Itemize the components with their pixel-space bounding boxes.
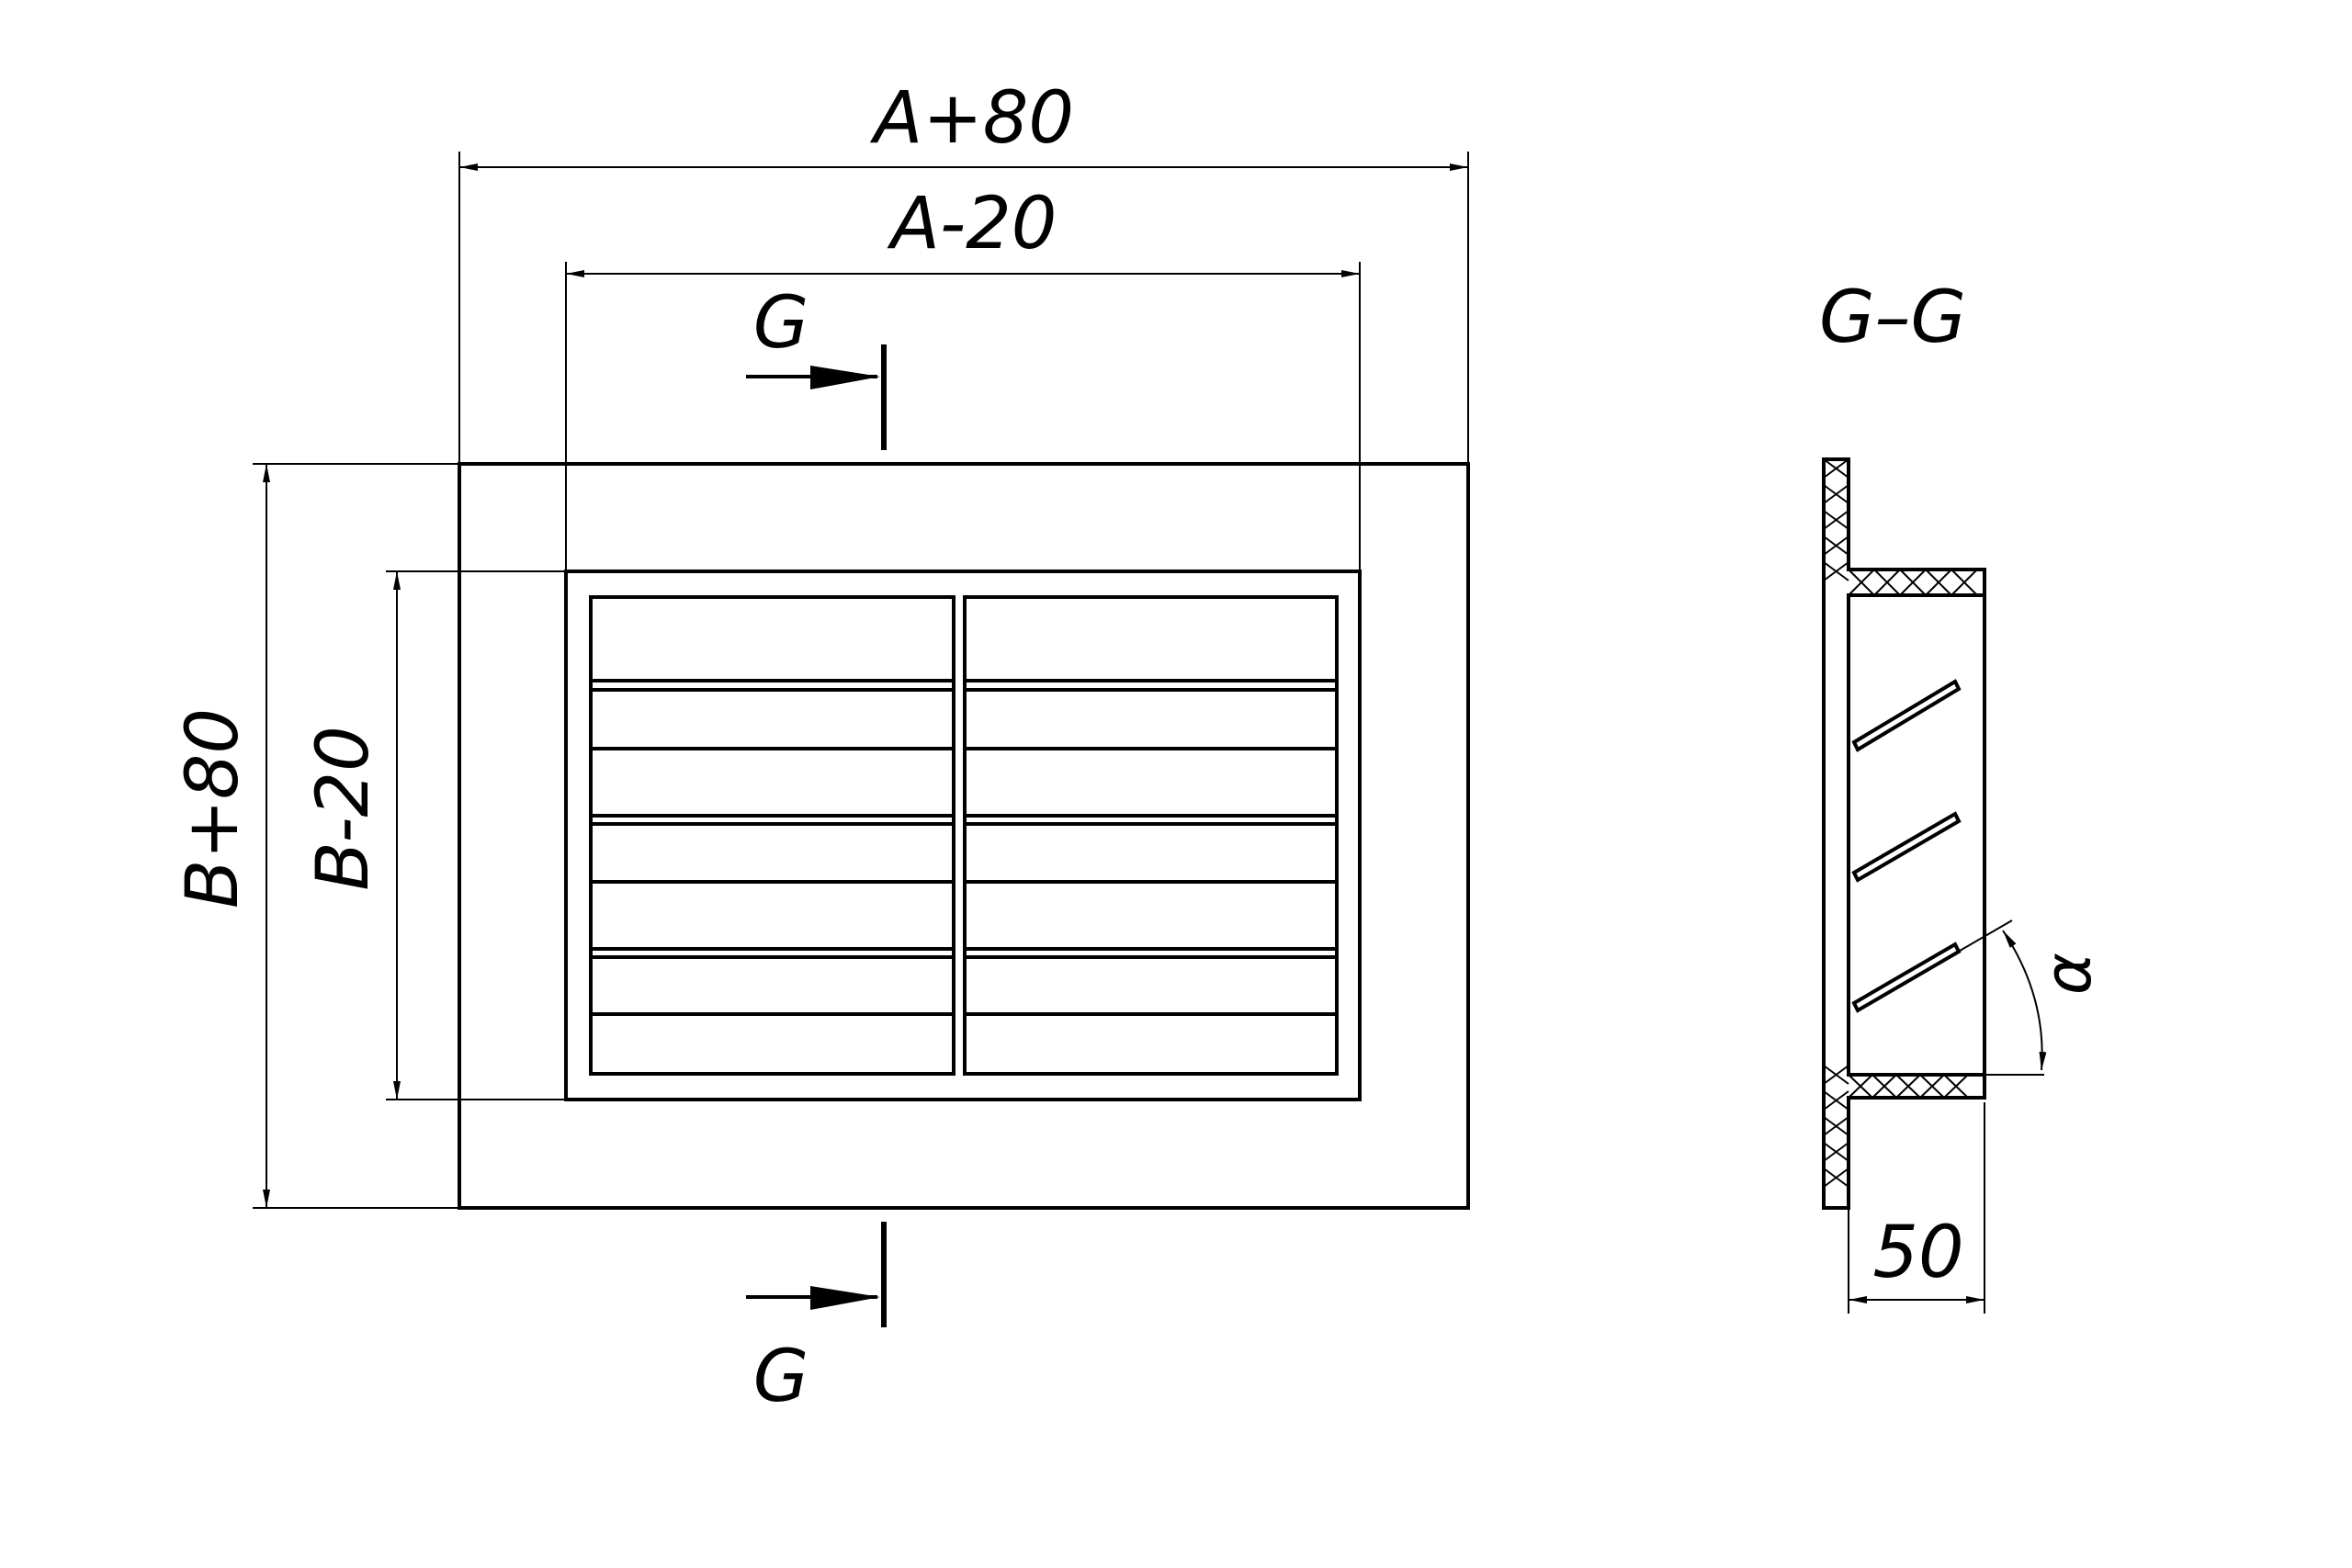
dim-inner-height-label: B-20: [302, 726, 385, 891]
dim-inner-width: A-20: [565, 183, 1361, 571]
section-mark-top: G: [746, 282, 887, 450]
dim-outer-width: A+80: [458, 77, 1469, 464]
louver-grid-left: [589, 595, 956, 1076]
section-view: G–G: [1819, 276, 2106, 1314]
dim-outer-width-label: A+80: [869, 77, 1074, 160]
hatch-sleeve-bottom: [1848, 1074, 1969, 1099]
section-blade: [1851, 942, 1962, 1013]
hatch-wall: [1823, 458, 1849, 1188]
section-mark-bottom-label: G: [753, 1336, 808, 1418]
angle-label: α: [2030, 953, 2106, 995]
dim-inner-width-label: A-20: [887, 183, 1057, 265]
front-view: A+80 A-20 B+80 B-20 G: [172, 77, 1470, 1418]
inner-frame: [564, 570, 1362, 1101]
dim-outer-height: B+80: [172, 463, 459, 1209]
section-blade: [1851, 811, 1962, 883]
dim-inner-height: B-20: [302, 570, 566, 1100]
dim-depth-label: 50: [1872, 1212, 1963, 1294]
louver-right-panel: [963, 595, 1339, 1076]
section-mark-bottom: G: [746, 1222, 887, 1418]
louver-grid-right: [963, 595, 1339, 1076]
dim-outer-height-label: B+80: [172, 708, 254, 908]
dim-depth: 50: [1848, 1102, 1985, 1314]
section-title: G–G: [1819, 276, 1966, 359]
outer-frame: [458, 462, 1470, 1210]
angle-dim: α: [1919, 919, 2106, 1076]
louver-left-panel: [589, 595, 956, 1076]
hatch-sleeve-top: [1848, 569, 1978, 596]
section-mark-top-label: G: [753, 282, 808, 365]
section-blade: [1851, 679, 1962, 752]
